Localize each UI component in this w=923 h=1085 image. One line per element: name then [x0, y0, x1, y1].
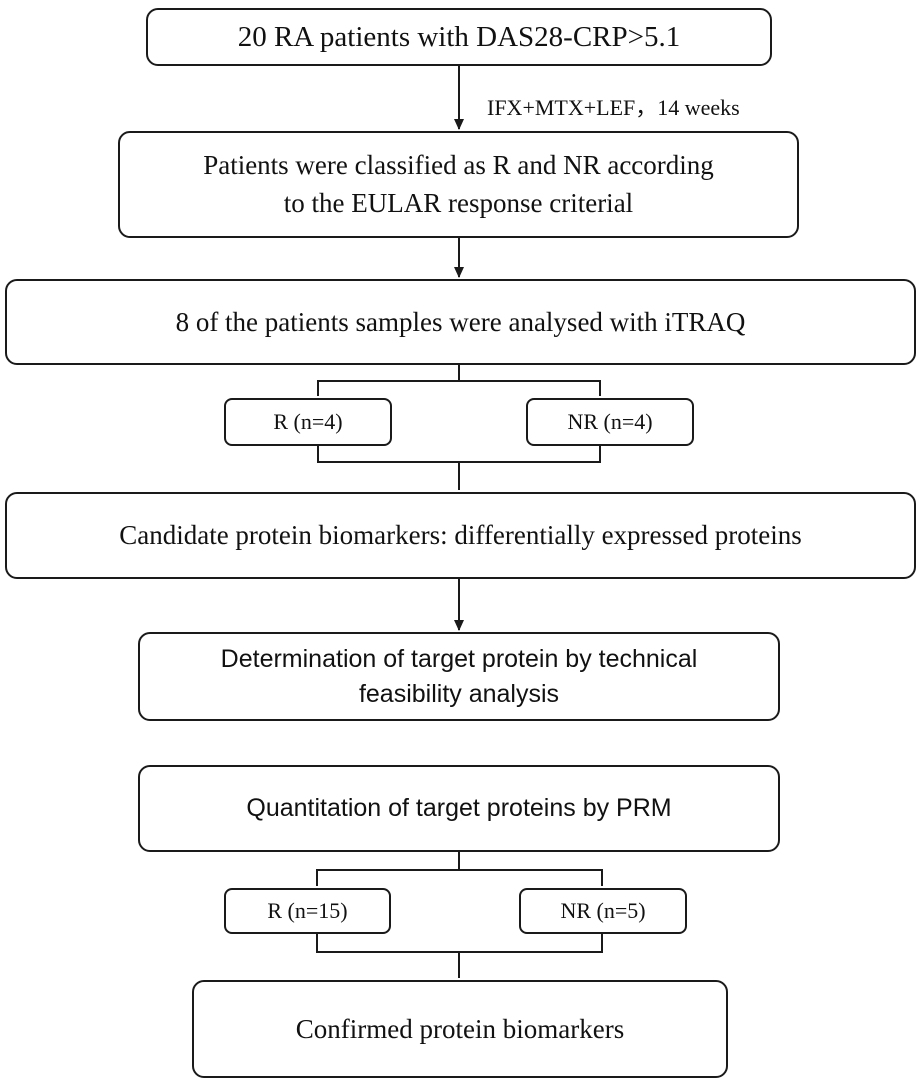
step2-text-line2: to the EULAR response criterial [283, 187, 634, 218]
treatment-label: IFX+MTX+LEF，14 weeks [487, 95, 740, 120]
step5-text-line2: feasibility analysis [358, 679, 560, 708]
step3-itraq-box: 8 of the patients samples were analysed … [5, 279, 916, 365]
merge-bracket-group1 [317, 446, 601, 490]
group1-r-text: R (n=4) [273, 409, 343, 434]
group2-nr-box: NR (n=5) [519, 888, 687, 934]
step6-quantitation-box: Quantitation of target proteins by PRM [138, 765, 780, 852]
group2-nr-text: NR (n=5) [560, 898, 646, 923]
group1-nr-box: NR (n=4) [526, 398, 694, 446]
step3-text: 8 of the patients samples were analysed … [175, 306, 746, 337]
group2-r-box: R (n=15) [224, 888, 391, 934]
step4-text: Candidate protein biomarkers: differenti… [119, 520, 802, 550]
group1-r-box: R (n=4) [224, 398, 392, 446]
step4-candidates-box: Candidate protein biomarkers: differenti… [5, 492, 916, 579]
step1-patients-box: 20 RA patients with DAS28-CRP>5.1 [146, 8, 772, 66]
step7-confirmed-box: Confirmed protein biomarkers [192, 980, 728, 1078]
merge-bracket-group2 [316, 934, 603, 978]
step7-text: Confirmed protein biomarkers [295, 1013, 625, 1044]
split-bracket-group2 [316, 850, 603, 886]
group2-r-text: R (n=15) [267, 898, 348, 923]
split-bracket-group1 [317, 363, 601, 396]
group1-nr-text: NR (n=4) [567, 409, 653, 434]
step6-text: Quantitation of target proteins by PRM [246, 794, 672, 822]
step5-text-line1: Determination of target protein by techn… [220, 644, 698, 673]
step2-classification-box: Patients were classified as R and NR acc… [118, 131, 799, 238]
step5-determination-box: Determination of target protein by techn… [138, 632, 780, 721]
step2-text-line1: Patients were classified as R and NR acc… [203, 150, 714, 181]
step1-text: 20 RA patients with DAS28-CRP>5.1 [237, 20, 681, 53]
